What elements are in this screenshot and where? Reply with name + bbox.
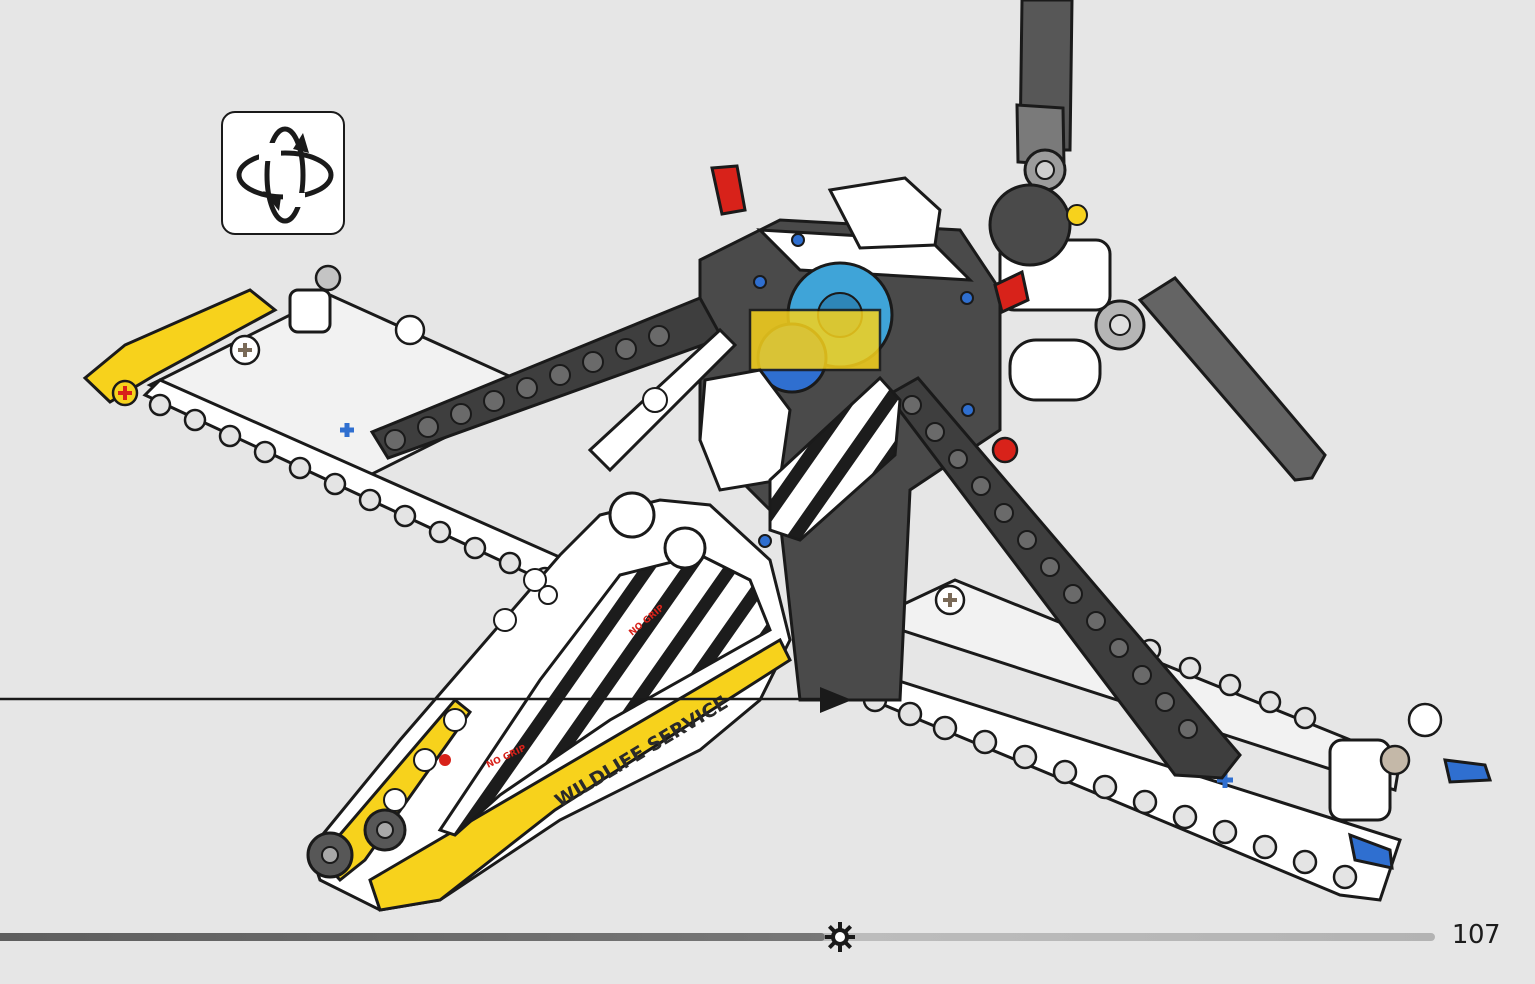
progress-bar (0, 933, 1435, 941)
rear-rotor-blade-right (1094, 276, 1327, 482)
rear-rotor-blade-top (1015, 0, 1074, 192)
callout-arrow (0, 687, 852, 713)
tail-fairing-upper (587, 327, 902, 542)
left-skid-assembly (82, 264, 603, 602)
progress-bar-fill (0, 933, 826, 941)
arrow-right-icon (820, 687, 852, 713)
rotate-model-badge (221, 111, 345, 235)
page-number: 107 (1451, 920, 1501, 950)
gear-icon (825, 922, 856, 952)
diagonal-beam-right (885, 376, 1242, 780)
rotate-model-icon (236, 126, 334, 224)
central-frame (698, 164, 1112, 702)
tail-boom: WILDLIFE SERVICE NO GRIP NO GRIP (306, 491, 792, 912)
diagonal-beam-left (369, 296, 725, 460)
